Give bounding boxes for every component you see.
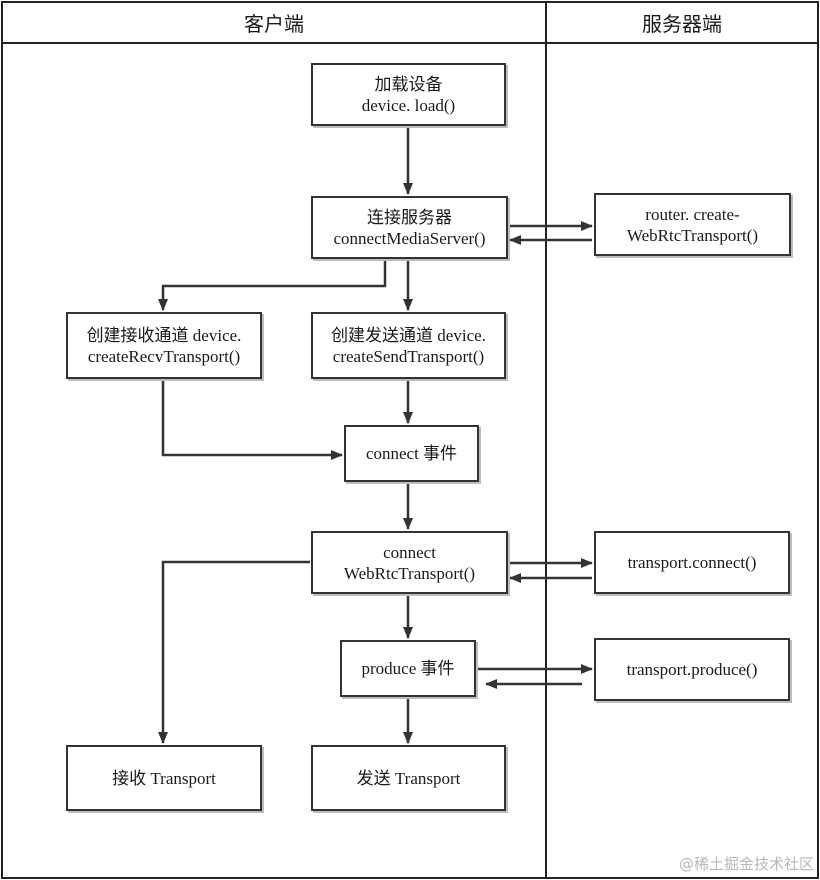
node-send-final: 发送 Transport bbox=[311, 745, 506, 811]
node-connect-event-label: connect 事件 bbox=[365, 444, 458, 463]
lane-title-server: 服务器端 bbox=[642, 13, 722, 36]
node-send-transport-line1: 创建发送通道 device. bbox=[331, 325, 486, 345]
node-connect-server: 连接服务器 connectMediaServer() bbox=[311, 196, 508, 259]
watermark-text: @稀土掘金技术社区 bbox=[678, 855, 814, 873]
node-connect-server-line1: 连接服务器 bbox=[367, 207, 452, 227]
node-send-transport-line2: createSendTransport() bbox=[332, 346, 485, 366]
node-transport-connect-label: transport.connect() bbox=[627, 553, 757, 572]
node-transport-produce-label: transport.produce() bbox=[626, 660, 758, 679]
node-transport-connect: transport.connect() bbox=[594, 531, 790, 594]
lane-title-client: 客户端 bbox=[244, 13, 304, 36]
node-connect-server-line2: connectMediaServer() bbox=[333, 228, 486, 248]
node-connect-event: connect 事件 bbox=[344, 425, 479, 482]
node-load-device: 加载设备 device. load() bbox=[311, 63, 506, 126]
node-transport-produce: transport.produce() bbox=[594, 638, 790, 701]
node-produce-event-label: produce 事件 bbox=[361, 659, 455, 678]
node-connect-webrtc-line2: WebRtcTransport() bbox=[343, 563, 476, 583]
node-router-create-line1: router. create- bbox=[645, 204, 740, 224]
node-recv-transport: 创建接收通道 device. createRecvTransport() bbox=[66, 312, 262, 379]
node-load-device-line1: 加载设备 bbox=[374, 74, 443, 94]
node-recv-transport-line2: createRecvTransport() bbox=[87, 346, 241, 366]
node-send-transport: 创建发送通道 device. createSendTransport() bbox=[311, 312, 506, 379]
node-connect-webrtc-line1: connect bbox=[383, 542, 436, 562]
node-load-device-line2: device. load() bbox=[361, 95, 456, 115]
node-produce-event: produce 事件 bbox=[340, 640, 476, 697]
node-router-create: router. create- WebRtcTransport() bbox=[594, 193, 791, 256]
node-send-final-label: 发送 Transport bbox=[356, 768, 461, 788]
node-recv-final: 接收 Transport bbox=[66, 745, 262, 811]
arrow-connect-server-to-recv bbox=[158, 259, 387, 311]
arrow-webrtc-to-recv-final bbox=[158, 560, 310, 744]
node-connect-webrtc: connect WebRtcTransport() bbox=[311, 531, 508, 594]
node-recv-final-label: 接收 Transport bbox=[112, 768, 216, 788]
node-router-create-line2: WebRtcTransport() bbox=[626, 225, 759, 245]
node-recv-transport-line1: 创建接收通道 device. bbox=[86, 325, 242, 345]
arrow-recv-to-connect-event bbox=[161, 379, 343, 460]
